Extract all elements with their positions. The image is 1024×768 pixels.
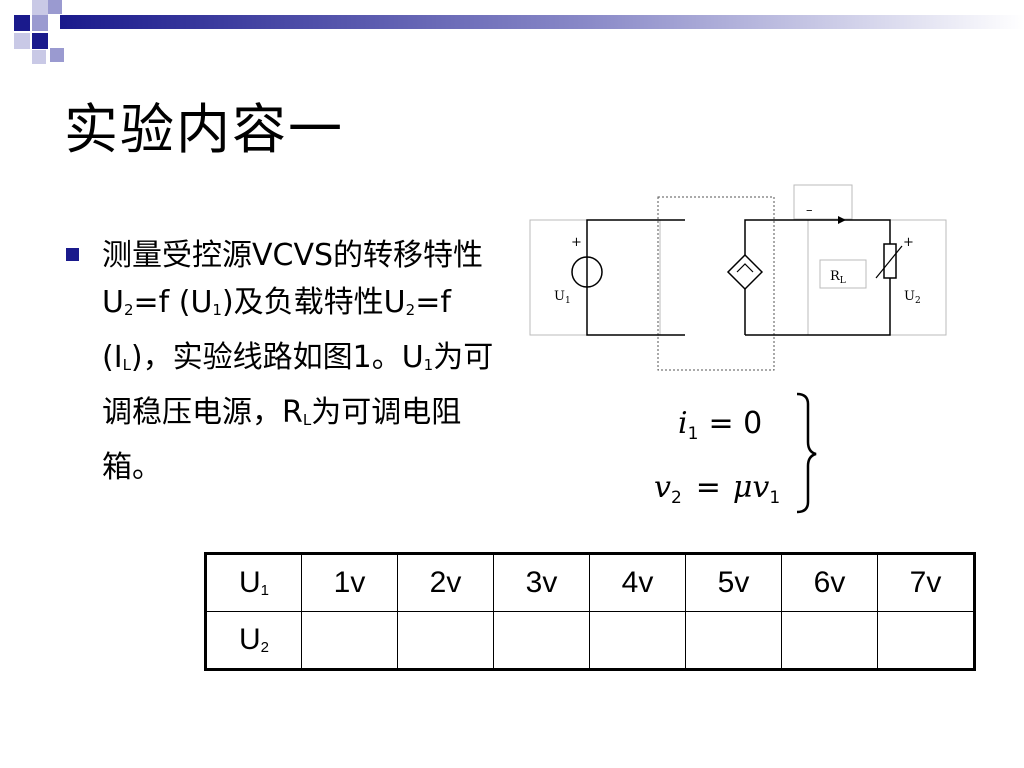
table-cell: 5v	[685, 553, 782, 612]
table-cell: 6v	[781, 553, 878, 612]
eq2-equals: =	[696, 470, 721, 505]
circuit-diagram: + U1 – RL + U2	[529, 184, 947, 371]
text-span: =f (I	[102, 285, 451, 375]
u1-label-sub: 1	[565, 296, 571, 306]
u2-label: U2	[904, 289, 921, 306]
text-span: 为可调电阻箱。	[102, 395, 462, 485]
table-cell: 1v	[301, 553, 398, 612]
u2-label-sub: 2	[915, 296, 921, 306]
text-span: )，实验线路如图1。U	[130, 340, 424, 375]
text-span: 测量受控源VCVS的转移特性U	[102, 238, 484, 320]
rl-label-base: R	[830, 269, 841, 284]
deco-square	[48, 0, 62, 14]
u2-label-base: U	[904, 289, 915, 304]
deco-square	[32, 0, 48, 16]
eq1-rhs: = 0	[708, 406, 762, 441]
equation-2: v2 = μv1	[654, 470, 780, 508]
subscript: 2	[123, 301, 134, 319]
u1-header-base: U	[238, 566, 261, 599]
eq2-sub: 2	[671, 488, 682, 508]
u1-label-base: U	[554, 289, 565, 304]
table-cell-empty	[877, 611, 975, 670]
u2-header-sub: 2	[260, 639, 269, 656]
text-span: 为可调稳压电源，R	[102, 340, 494, 430]
vcvs-dashed-box	[657, 196, 775, 371]
subscript: 2	[405, 301, 416, 319]
eq1-var: i	[678, 406, 688, 441]
table-cell: 2v	[397, 553, 494, 612]
bullet-square-icon	[66, 248, 79, 261]
bullet-text: 测量受控源VCVS的转移特性U2=f (U1)及负载特性U2=f (IL)，实验…	[102, 232, 494, 491]
output-wire	[744, 219, 891, 336]
deco-square	[14, 15, 30, 31]
table-cell-empty	[781, 611, 878, 670]
deco-square	[14, 33, 30, 49]
table-cell-empty	[589, 611, 686, 670]
plus-sign-right: +	[903, 235, 914, 250]
minus-sign-top: –	[806, 203, 813, 218]
subscript: L	[302, 411, 312, 429]
rheostat-arrow	[875, 245, 903, 279]
table-cell-empty	[493, 611, 590, 670]
equations: i1= 0 v2=μv1	[654, 392, 817, 514]
deco-square	[50, 48, 64, 62]
subscript: 1	[423, 356, 434, 374]
dependent-source-icon	[726, 253, 764, 291]
eq2-var: v	[654, 470, 671, 505]
eq2-mu: μv	[733, 470, 769, 505]
rl-label-sub: L	[840, 276, 846, 286]
header-decoration	[14, 0, 1024, 64]
right-brace-icon	[796, 392, 817, 514]
table-cell-empty	[301, 611, 398, 670]
current-arrow-icon	[838, 216, 846, 224]
subscript: 1	[212, 301, 222, 319]
deco-square	[32, 50, 46, 64]
u2-header-base: U	[238, 623, 261, 656]
slide-title: 实验内容一	[64, 98, 344, 161]
measurement-table: U1 1v 2v 3v 4v 5v 6v 7v U2	[204, 552, 976, 671]
table-cell-empty	[685, 611, 782, 670]
rl-label-box	[819, 259, 867, 289]
text-span: )及负载特性U	[221, 285, 406, 320]
table-cell-empty	[397, 611, 494, 670]
table-row: U1 1v 2v 3v 4v 5v 6v 7v	[205, 553, 975, 612]
equation-1: i1 = 0	[678, 406, 762, 444]
current-meter-box	[793, 184, 853, 220]
table-cell: 3v	[493, 553, 590, 612]
table-cell: 4v	[589, 553, 686, 612]
deco-square	[32, 33, 48, 49]
u1-header-sub: 1	[260, 582, 269, 599]
u1-label: U1	[554, 289, 571, 306]
table-cell: 7v	[877, 553, 975, 612]
deco-square	[32, 15, 48, 31]
table-row: U2	[205, 611, 975, 670]
row-header-u2: U2	[205, 611, 302, 670]
dependent-source-arrow	[736, 263, 754, 273]
subscript: L	[122, 356, 131, 374]
eq2-sub2: 1	[769, 488, 780, 508]
row-header-u1: U1	[205, 553, 302, 612]
text-span: =f (U	[133, 285, 213, 320]
plus-sign-left: +	[571, 235, 582, 250]
eq1-sub: 1	[688, 424, 699, 444]
rl-label: RL	[830, 269, 846, 286]
header-gradient-bar	[60, 15, 1024, 29]
